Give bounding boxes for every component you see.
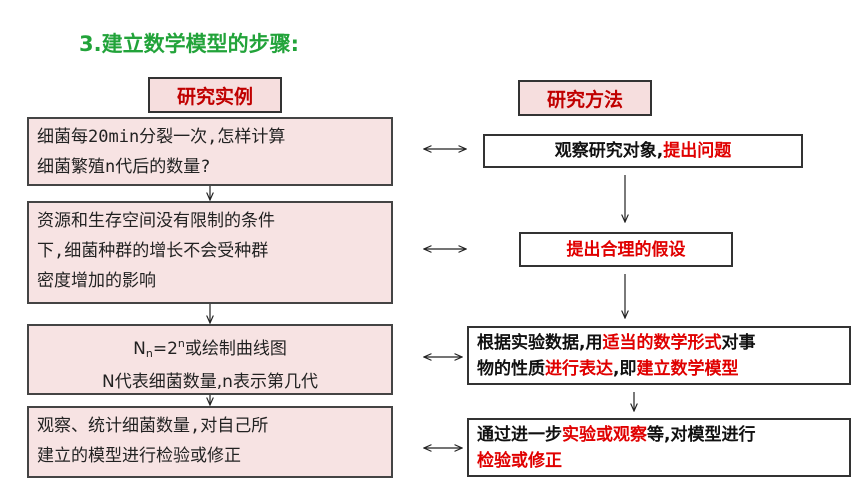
method-3-l1-c: 对事: [721, 333, 756, 353]
method-4-l1-a: 通过进一步: [477, 425, 562, 445]
example-box-4: 观察、统计细菌数量,对自己所 建立的模型进行检验或修正: [27, 406, 393, 478]
method-4-line-1: 通过进一步实验或观察等,对模型进行: [477, 422, 841, 448]
method-box-4: 通过进一步实验或观察等,对模型进行 检验或修正: [467, 418, 851, 477]
method-3-line-1: 根据实验数据,用适当的数学形式对事: [477, 330, 841, 356]
formula-sup: n: [177, 337, 185, 350]
example-box-1: 细菌每20min分裂一次,怎样计算 细菌繁殖n代后的数量?: [27, 117, 393, 186]
formula-eq: =2: [152, 339, 178, 359]
formula-line: Nn=2n或绘制曲线图: [37, 330, 383, 368]
method-3-line-2: 物的性质进行表达,即建立数学模型: [477, 356, 841, 382]
method-3-l2-d: 建立数学模型: [636, 359, 739, 379]
example-2-line-3: 密度增加的影响: [37, 271, 156, 291]
example-2-line-1: 资源和生存空间没有限制的条件: [37, 211, 275, 231]
example-4-line-1: 观察、统计细菌数量,对自己所: [37, 416, 269, 436]
examples-header: 研究实例: [148, 77, 282, 113]
method-4-line-2: 检验或修正: [477, 448, 841, 474]
formula-sub: n: [145, 347, 153, 360]
method-box-1: 观察研究对象,提出问题: [483, 134, 803, 168]
method-4-l2-a: 检验或修正: [477, 451, 562, 471]
method-4-l1-c: 等,对模型进行: [647, 425, 756, 445]
methods-header: 研究方法: [518, 80, 652, 116]
example-4-line-2: 建立的模型进行检验或修正: [37, 446, 241, 466]
method-box-3: 根据实验数据,用适当的数学形式对事 物的性质进行表达,即建立数学模型: [467, 326, 851, 385]
example-1-line-1: 细菌每20min分裂一次,怎样计算: [37, 127, 286, 147]
method-3-l2-c: ,即: [613, 359, 637, 379]
method-3-l2-b: 进行表达: [545, 359, 613, 379]
method-3-l1-b: 适当的数学形式: [602, 333, 722, 353]
example-box-3: Nn=2n或绘制曲线图 N代表细菌数量,n表示第几代: [27, 324, 393, 395]
method-3-l2-a: 物的性质: [477, 359, 545, 379]
method-box-2: 提出合理的假设: [519, 232, 733, 267]
example-1-line-2: 细菌繁殖n代后的数量?: [37, 157, 211, 177]
example-3-line-2: N代表细菌数量,n表示第几代: [102, 372, 318, 392]
formula-rest: 或绘制曲线图: [184, 339, 287, 359]
formula-n: N: [133, 339, 146, 359]
method-4-l1-b: 实验或观察: [562, 425, 647, 445]
page-title: 3.建立数学模型的步骤:: [79, 32, 299, 56]
example-2-line-2: 下,细菌种群的增长不会受种群: [37, 241, 269, 261]
method-2-part-1: 提出合理的假设: [566, 239, 686, 260]
method-3-l1-a: 根据实验数据,用: [477, 333, 603, 353]
example-box-2: 资源和生存空间没有限制的条件 下,细菌种群的增长不会受种群 密度增加的影响: [27, 201, 393, 304]
method-1-part-1: 观察研究对象,: [554, 141, 664, 161]
method-1-part-2: 提出问题: [663, 141, 732, 161]
